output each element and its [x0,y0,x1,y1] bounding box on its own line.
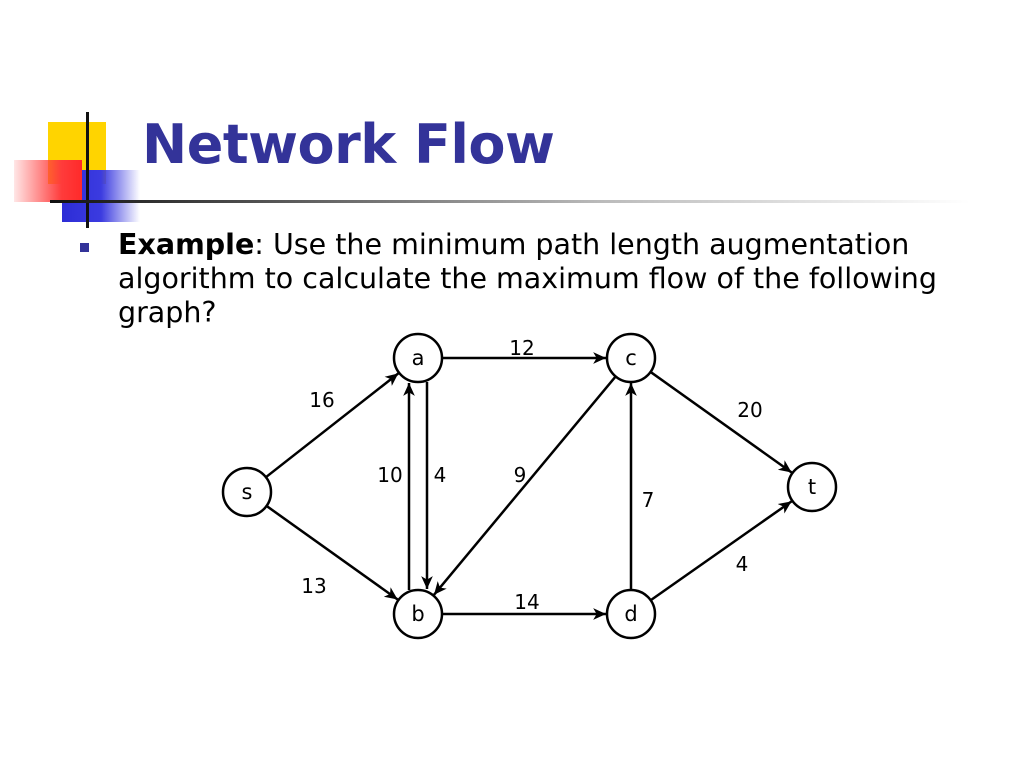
edge-d-t [649,500,793,602]
node-c: c [605,332,657,384]
node-circle-a [392,332,444,384]
bullet-bold-label: Example [118,228,255,261]
edge-s-b [265,504,399,601]
bullet-body: : Use the minimum path length augmentati… [118,228,937,329]
edge-c-t [649,370,793,474]
node-label-d: d [624,602,637,626]
node-label-t: t [808,475,816,499]
node-label-s: s [242,480,253,504]
edge-capacity-a-b: 4 [434,463,447,487]
title-underline [50,200,970,203]
edge-capacity-a-c: 12 [509,336,534,360]
node-circle-c [605,332,657,384]
bullet-text: Example: Use the minimum path length aug… [118,228,998,330]
edge-capacity-s-a: 16 [309,388,334,412]
edge-capacity-d-t: 4 [736,552,749,576]
node-t: t [786,461,838,513]
edge-capacity-c-t: 20 [737,398,762,422]
node-circle-d [605,588,657,640]
node-a: a [392,332,444,384]
edge-capacity-b-a: 10 [377,463,402,487]
node-label-b: b [411,602,424,626]
edge-capacity-b-d: 14 [514,590,539,614]
edge-capacity-d-c: 7 [642,488,655,512]
node-circle-t [786,461,838,513]
node-circle-b [392,588,444,640]
bullet-square-icon [80,243,89,252]
node-circle-s [221,466,273,518]
decor-red-square [14,160,82,202]
edge-s-a [265,372,400,479]
edge-c-b [433,375,617,596]
node-d: d [605,588,657,640]
node-label-a: a [412,346,425,370]
edge-capacity-c-b: 9 [514,463,527,487]
node-label-c: c [625,346,637,370]
edge-capacity-s-b: 13 [301,574,326,598]
slide-title: Network Flow [142,113,555,176]
node-b: b [392,588,444,640]
node-s: s [221,466,273,518]
decor-vertical-line [86,112,89,228]
